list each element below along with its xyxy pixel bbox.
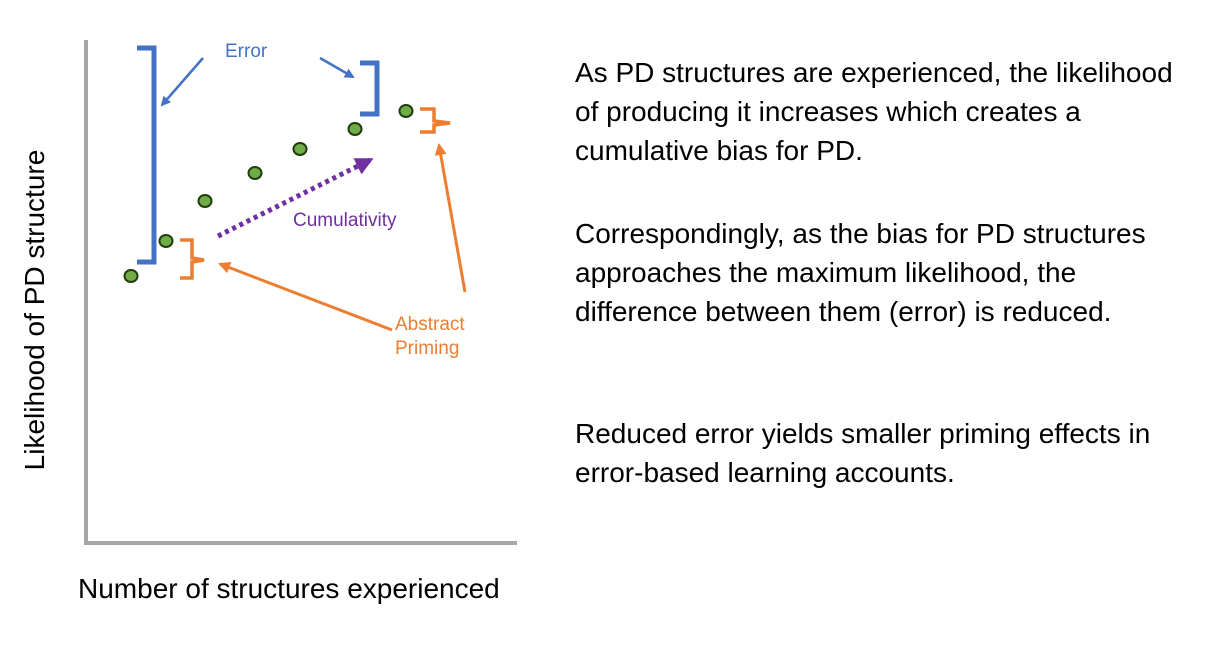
data-points (123, 104, 414, 283)
error-arrow-right (319, 56, 355, 79)
data-point (347, 122, 363, 136)
error-bracket-small (360, 60, 380, 117)
data-point (398, 104, 414, 118)
abstract-priming-label: Abstract Priming (395, 313, 465, 361)
error-label: Error (225, 41, 268, 62)
explanation-paragraph-3: Reduced error yields smaller priming eff… (575, 418, 1151, 488)
cumulativity-label: Cumulativity (293, 210, 397, 231)
error-arrow-left (160, 57, 204, 107)
priming-arrow-left (218, 261, 393, 332)
data-point (158, 234, 174, 248)
x-axis-label: Number of structures experienced (78, 573, 500, 604)
data-point (123, 269, 139, 283)
priming-arrow-right (434, 143, 467, 293)
abstract-priming-label-line2: Priming (395, 338, 460, 359)
data-point (247, 166, 263, 180)
priming-brace-right (420, 107, 451, 134)
data-point (292, 142, 308, 156)
y-axis-label: Likelihood of PD structure (19, 149, 50, 471)
error-bracket-large (137, 45, 157, 265)
priming-brace-left (180, 238, 205, 280)
data-point (197, 194, 213, 208)
explanation-paragraph-1: As PD structures are experienced, the li… (575, 57, 1173, 166)
abstract-priming-label-line1: Abstract (395, 314, 465, 335)
explanation-paragraph-2: Correspondingly, as the bias for PD stru… (575, 218, 1146, 327)
